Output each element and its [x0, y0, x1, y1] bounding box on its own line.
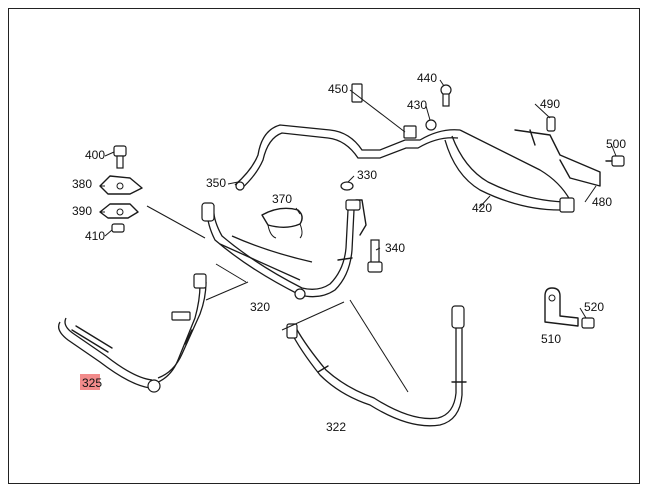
- part-325-hose[interactable]: [57, 273, 207, 393]
- label-330[interactable]: 330: [357, 168, 377, 182]
- part-420-hose[interactable]: [444, 129, 575, 213]
- label-440[interactable]: 440: [417, 71, 437, 85]
- part-520-bolt[interactable]: [581, 317, 595, 329]
- label-480[interactable]: 480: [592, 195, 612, 209]
- label-380[interactable]: 380: [72, 177, 92, 191]
- label-410[interactable]: 410: [85, 229, 105, 243]
- part-410-nut[interactable]: [111, 223, 125, 233]
- leader-lines: [100, 79, 617, 393]
- label-500[interactable]: 500: [606, 137, 626, 151]
- part-510-bracket[interactable]: [544, 287, 579, 327]
- label-325[interactable]: 325: [82, 376, 102, 390]
- part-380-clip[interactable]: [99, 175, 143, 195]
- part-340-bolt[interactable]: [367, 239, 383, 273]
- part-322-hose[interactable]: [286, 305, 467, 427]
- label-450[interactable]: 450: [328, 82, 348, 96]
- label-490[interactable]: 490: [540, 97, 560, 111]
- part-480-bracket[interactable]: [514, 116, 601, 187]
- label-322[interactable]: 322: [326, 420, 346, 434]
- part-370-clamp[interactable]: [261, 207, 303, 239]
- label-510[interactable]: 510: [541, 332, 561, 346]
- part-400-bolt[interactable]: [113, 145, 127, 169]
- label-520[interactable]: 520: [584, 300, 604, 314]
- part-500-bolt[interactable]: [605, 155, 625, 167]
- diagram-frame: [8, 8, 640, 484]
- part-390-clip[interactable]: [99, 203, 139, 219]
- label-350[interactable]: 350: [206, 176, 226, 190]
- label-420[interactable]: 420: [472, 201, 492, 215]
- highlight-325: [80, 374, 100, 390]
- part-330-washer[interactable]: [340, 181, 354, 191]
- label-340[interactable]: 340: [385, 241, 405, 255]
- label-390[interactable]: 390: [72, 204, 92, 218]
- upper-pipe-line[interactable]: [234, 83, 461, 191]
- part-320-hose[interactable]: [201, 199, 367, 300]
- label-430[interactable]: 430: [407, 98, 427, 112]
- label-400[interactable]: 400: [85, 148, 105, 162]
- label-320[interactable]: 320: [250, 300, 270, 314]
- label-370[interactable]: 370: [272, 192, 292, 206]
